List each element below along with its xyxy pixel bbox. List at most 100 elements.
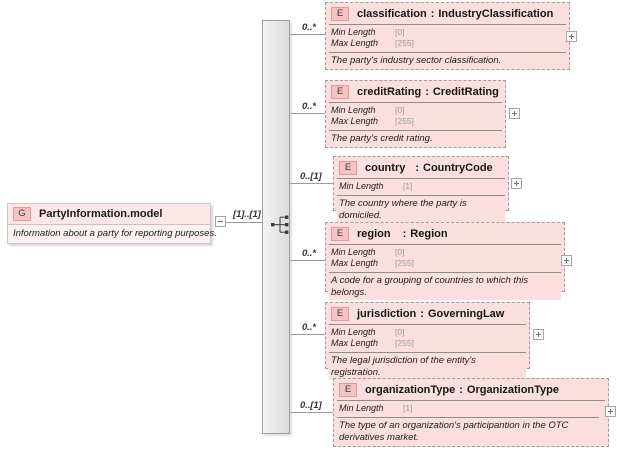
facet-label: Max Length	[331, 338, 379, 348]
element-badge-icon: E	[331, 307, 349, 321]
element-box-country[interactable]: E country:CountryCode Min Length [1] The…	[333, 156, 509, 223]
expand-plus-icon[interactable]	[561, 255, 572, 266]
element-name-and-type: classification:IndustryClassification	[357, 8, 553, 20]
facet-label: Min Length	[331, 105, 376, 115]
element-occurrence-label-3: 0..*	[302, 248, 316, 259]
element-facets: Min Length [0] Max Length [255]	[329, 244, 561, 272]
facet-row: Min Length [0]	[331, 27, 564, 38]
element-type: GoverningLaw	[427, 308, 505, 320]
element-box-organizationtype[interactable]: E organizationType:OrganizationType Min …	[333, 378, 609, 447]
element-facets: Min Length [1]	[337, 400, 605, 417]
facet-value: [255]	[395, 116, 414, 126]
facet-label: Max Length	[331, 258, 379, 268]
element-occurrence-label-4: 0..*	[302, 322, 316, 333]
connector-to-element-0	[290, 34, 325, 35]
expand-plus-icon[interactable]	[566, 31, 577, 42]
element-badge-icon: E	[339, 383, 357, 397]
facet-row: Min Length [0]	[331, 247, 559, 258]
element-occurrence-label-2: 0..[1]	[300, 171, 322, 182]
group-header: G PartyInformation.model	[8, 204, 210, 225]
group-occurrence-label: [1]..[1]	[233, 209, 261, 220]
element-facets: Min Length [1]	[337, 178, 505, 195]
element-name: classification	[357, 8, 427, 20]
element-name-and-type: country:CountryCode	[365, 162, 493, 174]
facet-label: Min Length	[331, 327, 376, 337]
facet-value: [255]	[395, 338, 414, 348]
element-type: Region	[410, 228, 448, 240]
collapse-minus-icon[interactable]	[215, 216, 226, 227]
element-separator: :	[420, 308, 424, 320]
element-facets: Min Length [0] Max Length [255]	[329, 324, 526, 352]
connector-to-element-3	[290, 260, 325, 261]
group-box-partyinformation-model[interactable]: G PartyInformation.model Information abo…	[7, 203, 217, 244]
element-name-and-type: creditRating:CreditRating	[357, 86, 499, 98]
facet-value: [255]	[395, 258, 414, 268]
group-documentation: Information about a party for reporting …	[8, 225, 217, 243]
expand-plus-icon[interactable]	[511, 178, 522, 189]
expand-plus-icon[interactable]	[533, 329, 544, 340]
element-header: E classification:IndustryClassification	[329, 6, 566, 24]
connector-to-element-2	[290, 183, 333, 184]
element-name: country	[365, 162, 406, 174]
facet-value: [255]	[395, 38, 414, 48]
facet-value: [1]	[403, 181, 413, 191]
facet-label: Max Length	[331, 116, 379, 126]
element-type: IndustryClassification	[438, 8, 554, 20]
element-header: E jurisdiction:GoverningLaw	[329, 306, 526, 324]
facet-row: Min Length [0]	[331, 327, 524, 338]
connector-to-element-4	[290, 334, 325, 335]
element-occurrence-label-1: 0..*	[302, 101, 316, 112]
group-badge-icon: G	[13, 207, 31, 221]
element-name: jurisdiction	[357, 308, 417, 320]
element-badge-icon: E	[339, 161, 357, 175]
element-badge-icon: E	[331, 7, 349, 21]
facet-row: Max Length [255]	[331, 38, 564, 49]
facet-value: [1]	[403, 403, 413, 413]
element-separator: :	[459, 384, 463, 396]
facet-value: [0]	[395, 327, 405, 337]
element-facets: Min Length [0] Max Length [255]	[329, 24, 566, 52]
element-box-jurisdiction[interactable]: E jurisdiction:GoverningLaw Min Length […	[325, 302, 530, 380]
element-badge-icon: E	[331, 85, 349, 99]
element-facets: Min Length [0] Max Length [255]	[329, 102, 502, 130]
element-name: region	[357, 228, 391, 240]
element-header: E organizationType:OrganizationType	[337, 382, 605, 400]
element-occurrence-label-5: 0..[1]	[300, 400, 322, 411]
element-documentation: The type of an organization's participan…	[337, 417, 599, 445]
expand-plus-icon[interactable]	[509, 108, 520, 119]
facet-label: Min Length	[331, 27, 376, 37]
element-type: OrganizationType	[466, 384, 560, 396]
element-occurrence-label-0: 0..*	[302, 22, 316, 33]
element-documentation: The legal jurisdiction of the entity's r…	[329, 352, 526, 380]
element-header: E country:CountryCode	[337, 160, 505, 178]
element-documentation: The party's industry sector classificati…	[329, 52, 566, 68]
facet-row: Min Length [0]	[331, 105, 500, 116]
connector-group-to-sequence	[226, 222, 262, 223]
facet-value: [0]	[395, 27, 405, 37]
element-documentation: The party's credit rating.	[329, 130, 502, 146]
expand-plus-icon[interactable]	[605, 406, 616, 417]
element-separator: :	[425, 86, 429, 98]
facet-label: Min Length	[331, 247, 376, 257]
element-box-creditrating[interactable]: E creditRating:CreditRating Min Length […	[325, 80, 506, 148]
facet-label: Max Length	[331, 38, 379, 48]
facet-row: Max Length [255]	[331, 338, 524, 349]
sequence-compositor-bar[interactable]	[262, 20, 290, 434]
element-box-classification[interactable]: E classification:IndustryClassification …	[325, 2, 570, 70]
connector-to-element-5	[290, 412, 333, 413]
element-box-region[interactable]: E region:Region Min Length [0] Max Lengt…	[325, 222, 565, 300]
facet-value: [0]	[395, 247, 405, 257]
group-title: PartyInformation.model	[39, 208, 163, 220]
element-name-and-type: jurisdiction:GoverningLaw	[357, 308, 504, 320]
element-name: organizationType	[365, 384, 456, 396]
element-separator: :	[430, 8, 435, 20]
element-badge-icon: E	[331, 227, 349, 241]
connector-to-element-1	[290, 113, 325, 114]
element-type: CountryCode	[423, 162, 493, 174]
element-separator: :	[402, 228, 407, 240]
sequence-compositor-icon	[271, 215, 293, 235]
facet-row: Min Length [1]	[339, 403, 603, 414]
element-name-and-type: organizationType:OrganizationType	[365, 384, 559, 396]
element-header: E region:Region	[329, 226, 561, 244]
facet-label: Min Length	[339, 181, 384, 191]
